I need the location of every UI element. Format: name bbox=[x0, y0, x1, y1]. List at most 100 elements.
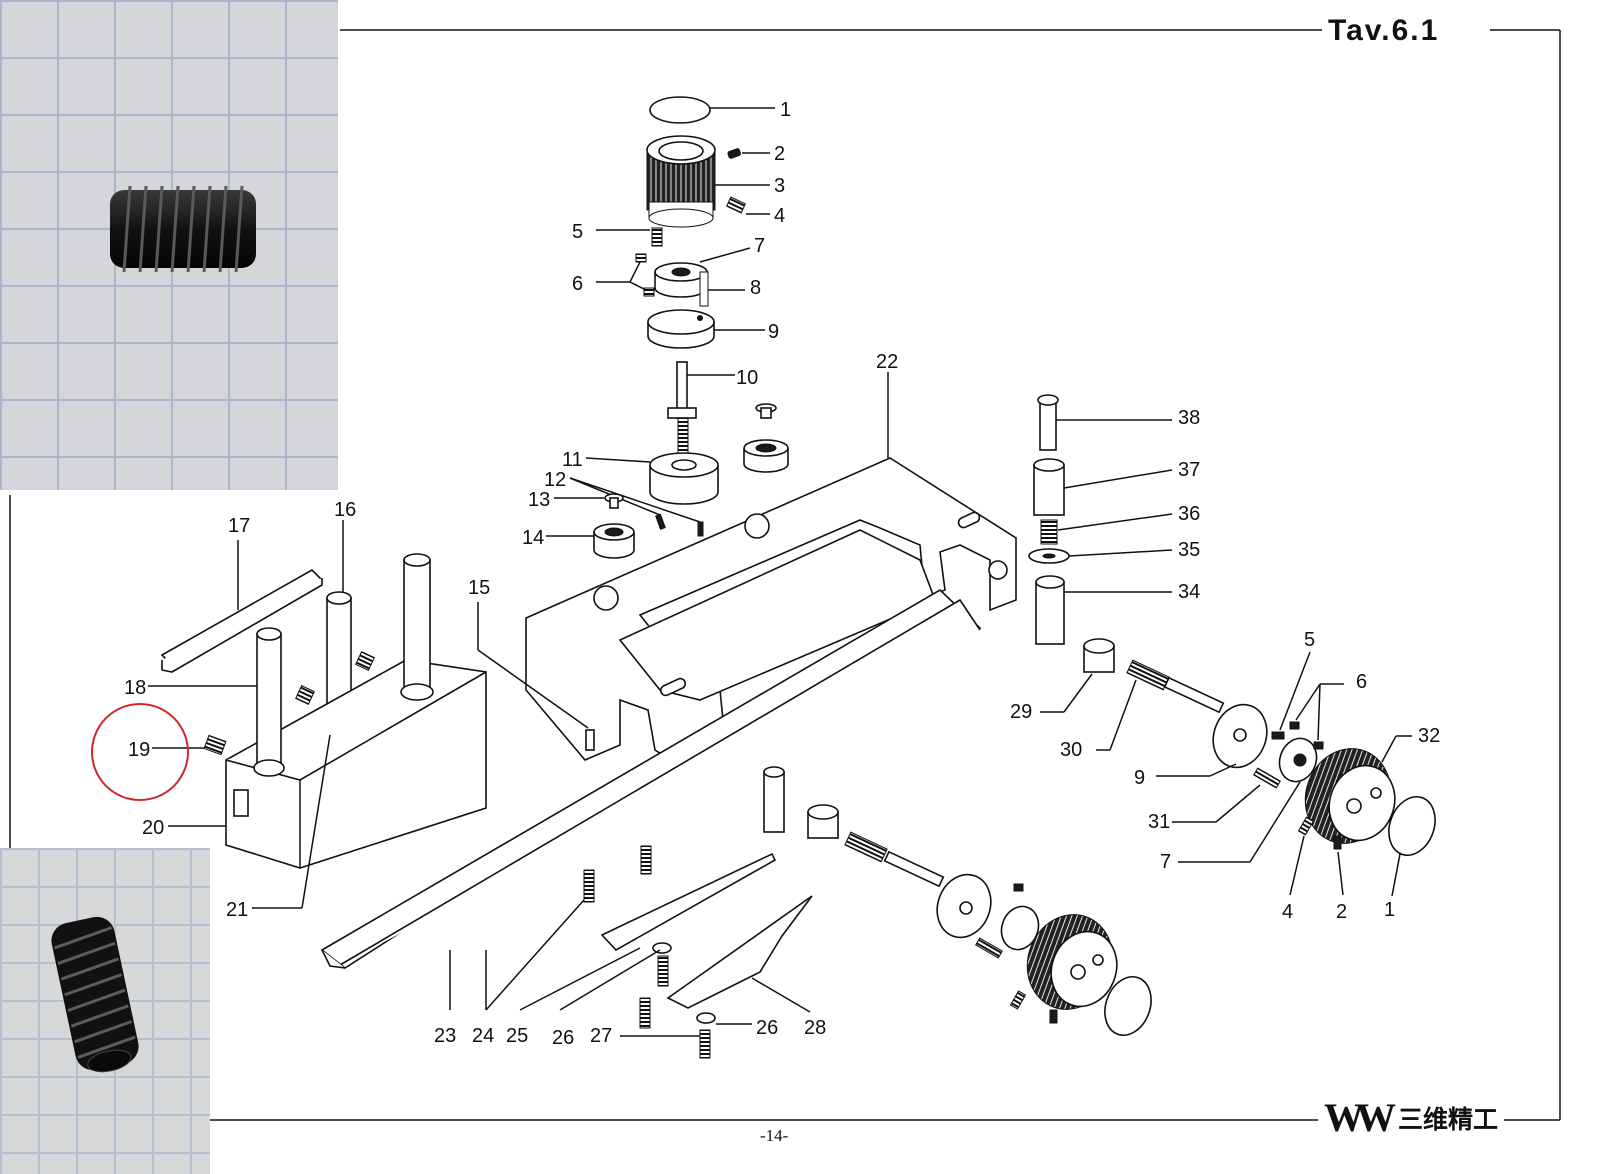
callout-4-right: 4 bbox=[1282, 901, 1293, 923]
callout-34: 34 bbox=[1178, 581, 1200, 603]
brand-name: 三维精工 bbox=[1398, 1104, 1499, 1134]
page-frame bbox=[9, 29, 1561, 1121]
part-24-screw bbox=[485, 869, 595, 1011]
callout-26-right: 26 bbox=[756, 1017, 778, 1039]
part-1-right-cap bbox=[1388, 796, 1436, 897]
part-block-20 bbox=[168, 553, 487, 869]
callout-10: 10 bbox=[736, 367, 758, 389]
part-14-bushing bbox=[546, 523, 635, 559]
part-23-24-slide bbox=[320, 589, 982, 1010]
part-22-main-frame bbox=[525, 372, 1017, 774]
part-27-screws bbox=[620, 955, 711, 1059]
table-title: Tav.6.1 bbox=[1322, 14, 1446, 48]
callout-35: 35 bbox=[1178, 539, 1200, 561]
callout-37: 37 bbox=[1178, 459, 1200, 481]
callout-15: 15 bbox=[468, 577, 490, 599]
callout-6-top: 6 bbox=[572, 273, 583, 295]
part-34-shaft bbox=[1035, 575, 1172, 645]
callout-8: 8 bbox=[750, 277, 761, 299]
callout-16: 16 bbox=[334, 499, 356, 521]
callout-7-top: 7 bbox=[754, 235, 765, 257]
callout-11: 11 bbox=[562, 449, 583, 471]
part-7-collar bbox=[654, 247, 751, 298]
callout-2-right: 2 bbox=[1336, 901, 1347, 923]
part-4-screw bbox=[725, 196, 770, 215]
part-21-leader bbox=[252, 734, 331, 909]
callout-19: 19 bbox=[128, 739, 150, 761]
part-38-screw bbox=[1037, 394, 1172, 451]
callout-36: 36 bbox=[1178, 503, 1200, 525]
part-9-disc bbox=[647, 309, 765, 349]
part-19-screw bbox=[152, 734, 227, 756]
part-5-screw bbox=[596, 227, 663, 247]
page-number: -14- bbox=[760, 1126, 789, 1145]
part-29-spacer bbox=[1040, 638, 1115, 713]
callout-30: 30 bbox=[1060, 739, 1082, 761]
part-2-4-right-screws bbox=[1289, 816, 1344, 896]
callout-25: 25 bbox=[506, 1025, 528, 1047]
part-7-right-collar bbox=[1178, 737, 1318, 863]
callout-21: 21 bbox=[226, 899, 248, 921]
part-36-spring bbox=[1040, 513, 1173, 545]
callout-1-top: 1 bbox=[780, 99, 791, 121]
part-37-sleeve bbox=[1033, 458, 1173, 516]
callout-18: 18 bbox=[124, 677, 146, 699]
callout-27: 27 bbox=[590, 1025, 612, 1047]
part-1-cap bbox=[649, 96, 775, 124]
callout-20: 20 bbox=[142, 817, 164, 839]
part-lower-knob-assembly bbox=[807, 804, 1152, 1036]
part-31-screw bbox=[1172, 767, 1281, 823]
callout-9-right: 9 bbox=[1134, 767, 1145, 789]
callout-7-right: 7 bbox=[1160, 851, 1171, 873]
highlight-circle-19 bbox=[91, 703, 189, 801]
callout-23: 23 bbox=[434, 1025, 456, 1047]
set-screw-image-top bbox=[110, 185, 256, 273]
callout-6-right: 6 bbox=[1356, 671, 1367, 693]
part-11-base-bushing bbox=[585, 452, 719, 505]
callout-32: 32 bbox=[1418, 725, 1440, 747]
callout-5-top: 5 bbox=[572, 221, 583, 243]
part-17-rail bbox=[160, 540, 324, 673]
callout-1-right: 1 bbox=[1384, 899, 1395, 921]
callout-labels: 1 2 3 4 5 6 7 8 9 10 11 12 13 14 15 16 1… bbox=[124, 99, 1440, 1049]
callout-5-right: 5 bbox=[1304, 629, 1315, 651]
set-screw-photo-bottom bbox=[0, 848, 210, 1174]
callout-17: 17 bbox=[228, 515, 250, 537]
callout-2-top: 2 bbox=[774, 143, 785, 165]
callout-4-top: 4 bbox=[774, 205, 785, 227]
callout-28: 28 bbox=[804, 1017, 826, 1039]
part-8-screw bbox=[699, 271, 745, 307]
brand-logo: WW 三维精工 bbox=[1318, 1094, 1505, 1141]
set-screw-image-bottom bbox=[51, 916, 139, 1073]
callout-22: 22 bbox=[876, 351, 898, 373]
part-10-shaft bbox=[667, 361, 735, 469]
part-35-washer bbox=[1028, 548, 1173, 564]
callout-3-top: 3 bbox=[774, 175, 785, 197]
set-screw-photo-top bbox=[0, 0, 338, 490]
part-bushing-right bbox=[743, 403, 789, 473]
part-3-knurled-knob bbox=[646, 135, 770, 228]
part-spacer-center bbox=[763, 766, 785, 833]
callout-9-top: 9 bbox=[768, 321, 779, 343]
part-13-screw bbox=[554, 493, 624, 509]
callout-29: 29 bbox=[1010, 701, 1032, 723]
callout-31: 31 bbox=[1148, 811, 1170, 833]
brand-mark: WW bbox=[1324, 1095, 1396, 1140]
part-6-screws bbox=[596, 253, 655, 297]
part-25-plate bbox=[519, 845, 777, 1011]
callout-12: 12 bbox=[544, 469, 566, 491]
part-32-knurled-dial bbox=[1304, 735, 1412, 844]
callout-13: 13 bbox=[528, 489, 550, 511]
part-30-threaded-shaft bbox=[1096, 659, 1225, 751]
part-9-right-disc bbox=[1156, 703, 1268, 777]
callout-14: 14 bbox=[522, 527, 544, 549]
callout-26-left: 26 bbox=[552, 1027, 574, 1049]
part-28-blade bbox=[666, 895, 813, 1013]
part-26-washers bbox=[559, 942, 752, 1025]
part-15-pin bbox=[477, 602, 595, 751]
part-5-6-right-screws bbox=[1271, 651, 1344, 750]
part-2-screw bbox=[727, 148, 770, 159]
callout-38: 38 bbox=[1178, 407, 1200, 429]
callout-24: 24 bbox=[472, 1025, 494, 1047]
